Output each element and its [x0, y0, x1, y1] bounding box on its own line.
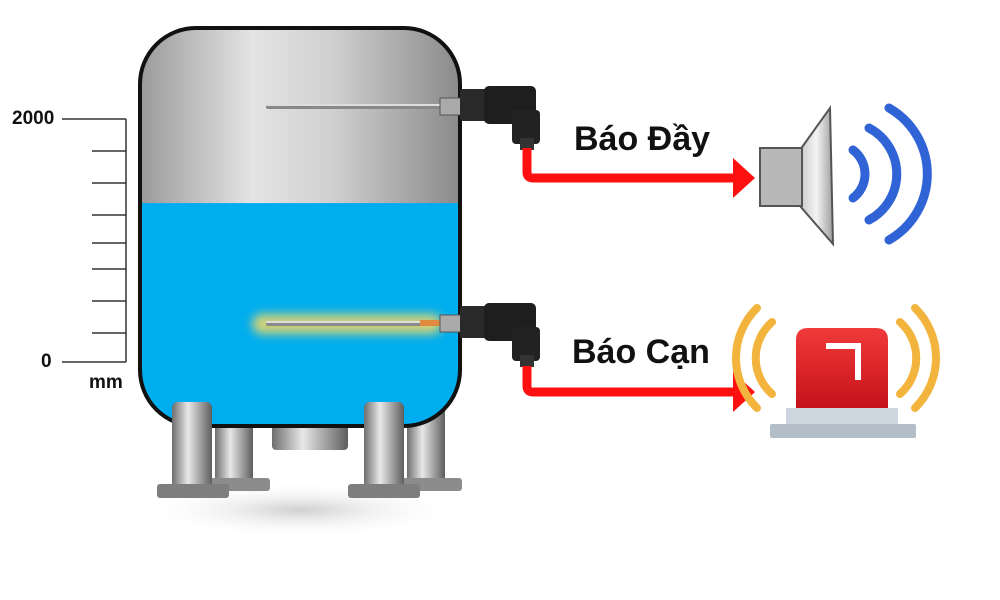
tank-front-legs [157, 402, 420, 498]
low-level-probe [252, 303, 540, 367]
level-scale [62, 118, 127, 363]
scale-max-label: 2000 [12, 108, 55, 129]
high-level-probe [266, 86, 540, 150]
scale-unit-label: mm [89, 372, 123, 393]
scale-min-label: 0 [41, 351, 52, 372]
speaker-icon [759, 103, 932, 247]
empty-alarm-label: Báo Cạn [572, 333, 710, 371]
tank [138, 26, 462, 428]
alarm-beacon-icon [731, 304, 941, 438]
empty-signal-arrow [522, 366, 755, 412]
full-alarm-label: Báo Đầy [574, 120, 711, 158]
full-signal-arrow [522, 148, 755, 198]
